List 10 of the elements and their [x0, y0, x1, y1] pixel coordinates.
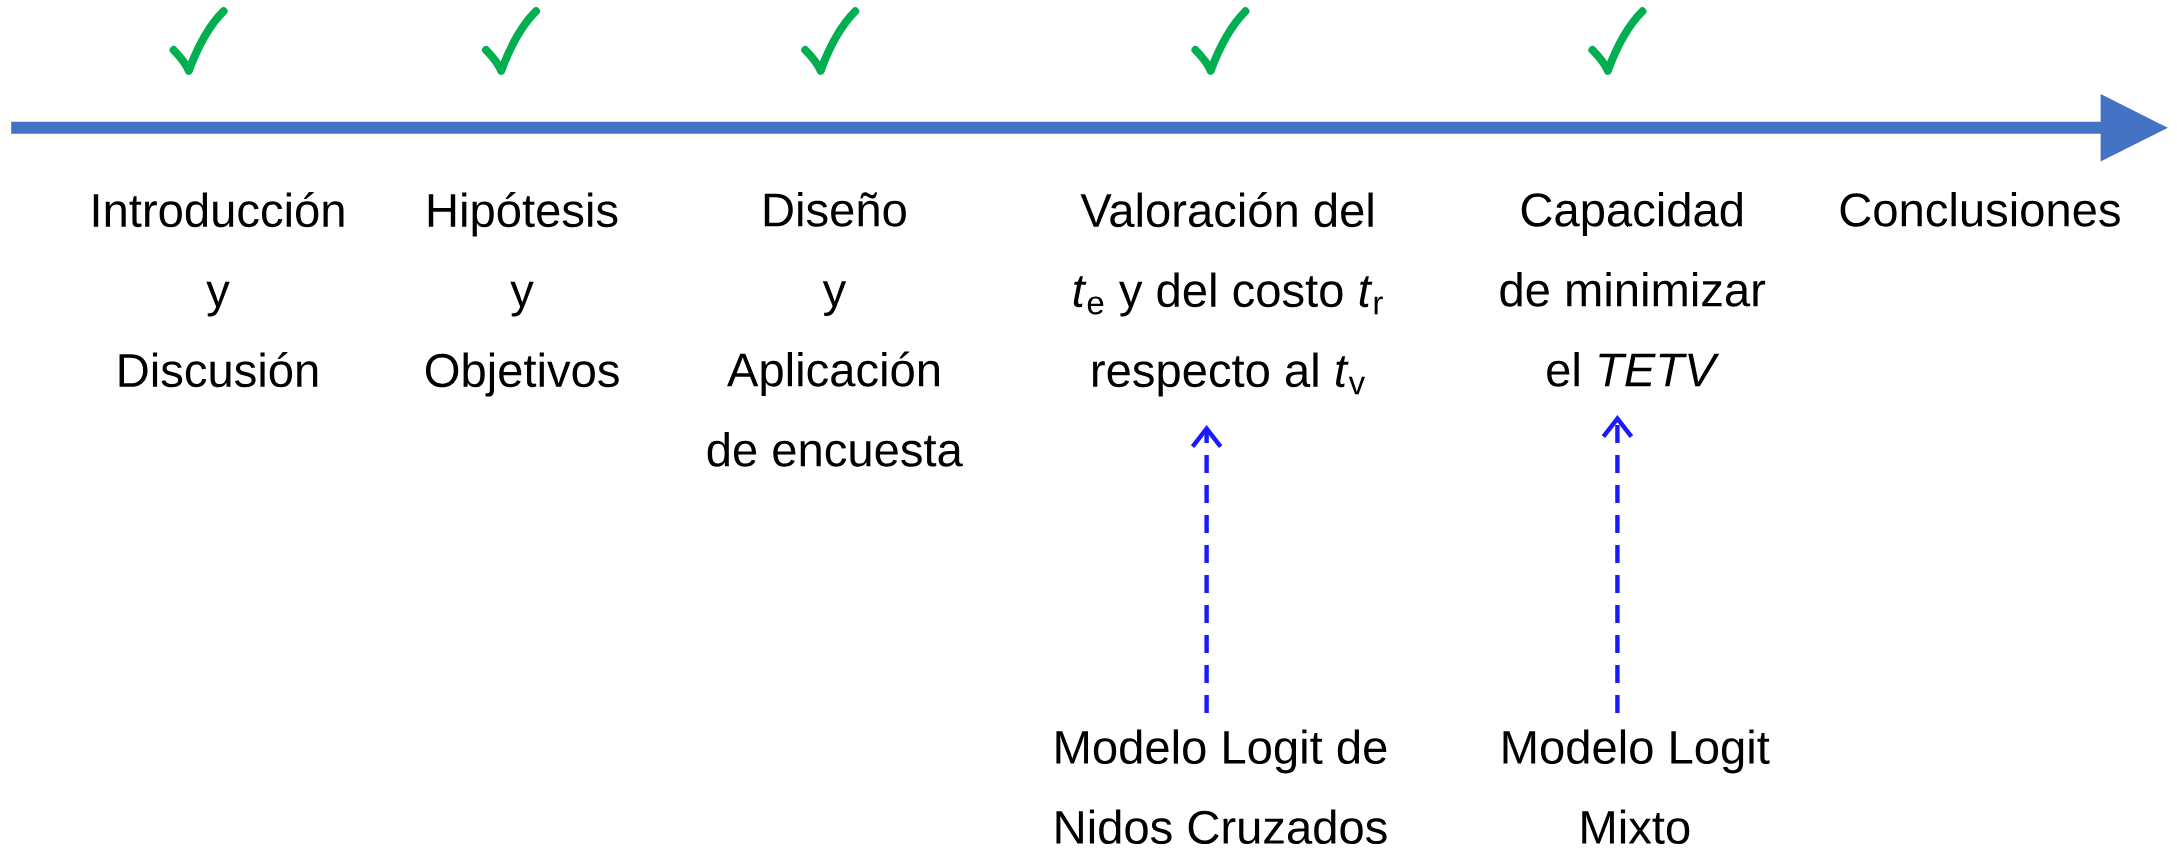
stage-label: Conclusiones: [1840, 192, 2120, 227]
stage-label: Hipótesis y Objetivos: [425, 192, 619, 397]
method-label: Modelo Logit de Nidos Cruzados: [1056, 729, 1387, 845]
stage-label: Capacidad de minimizar el TETV: [1500, 192, 1766, 387]
stage-label: Introducción y Discusión: [93, 192, 344, 388]
stage-label: Diseño y Aplicación de encuesta: [707, 192, 963, 467]
dashed-arrow: [1601, 415, 1634, 713]
stage-label: Valoración del t$_{e}$ y del costo t$_{r}$ respecto al t$_{v}$: [1073, 192, 1383, 397]
dashed-arrow: [1190, 424, 1223, 713]
method-label: Modelo Logit Mixto: [1503, 729, 1770, 845]
